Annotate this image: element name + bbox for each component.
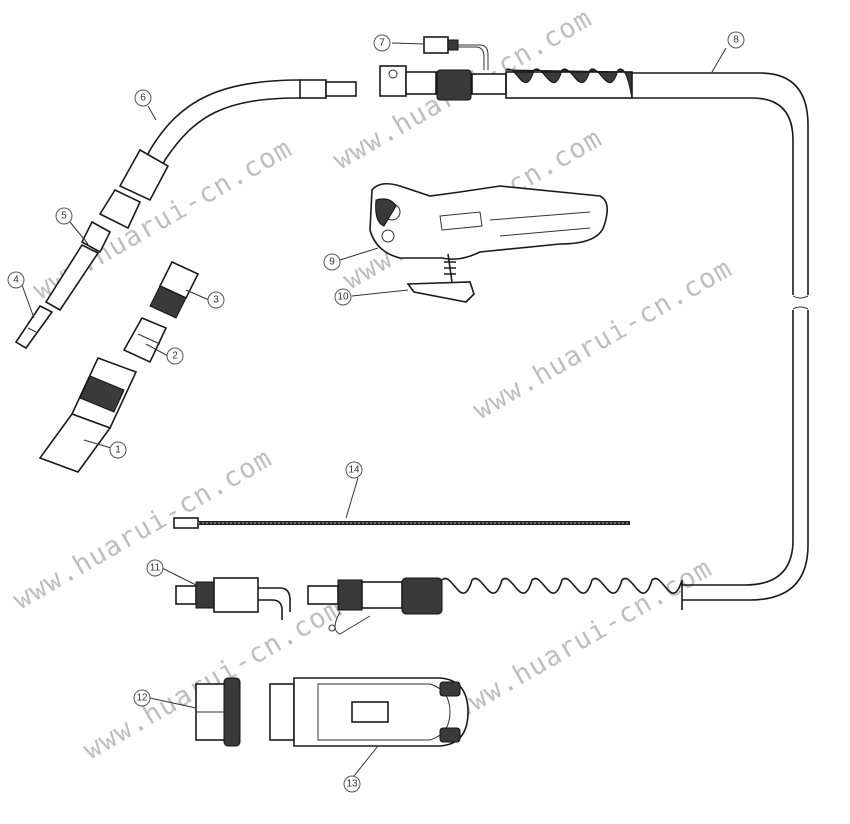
callout-11: 11 bbox=[146, 559, 164, 577]
trigger-part-10 bbox=[406, 253, 475, 303]
contact-tip-part-4 bbox=[14, 304, 54, 350]
svg-text:4: 4 bbox=[13, 275, 19, 286]
callout-1: 1 bbox=[109, 441, 127, 459]
cable-part-8 bbox=[632, 72, 809, 601]
svg-text:3: 3 bbox=[213, 295, 219, 306]
svg-text:9: 9 bbox=[329, 257, 335, 268]
rear-handle-part-13 bbox=[269, 677, 469, 747]
svg-text:7: 7 bbox=[379, 38, 385, 49]
svg-text:11: 11 bbox=[150, 563, 161, 574]
svg-text:1: 1 bbox=[115, 445, 121, 456]
trigger-connector-part-7 bbox=[423, 36, 489, 70]
nut-part-12 bbox=[195, 677, 241, 747]
top-cable-assembly bbox=[379, 65, 633, 101]
callout-10: 10 bbox=[334, 288, 352, 306]
callout-7: 7 bbox=[373, 34, 391, 52]
svg-text:10: 10 bbox=[337, 292, 349, 303]
callout-12: 12 bbox=[133, 689, 151, 707]
svg-text:2: 2 bbox=[172, 351, 178, 362]
callout-8: 8 bbox=[727, 31, 745, 49]
callout-2: 2 bbox=[166, 347, 184, 365]
gas-diffuser-part-3 bbox=[149, 260, 200, 319]
insulator-part-2 bbox=[122, 316, 168, 364]
swan-neck-part-6 bbox=[98, 79, 357, 230]
leader-lines bbox=[21, 42, 727, 777]
handle-part-9 bbox=[369, 182, 608, 260]
svg-text:6: 6 bbox=[140, 93, 146, 104]
callout-3: 3 bbox=[207, 291, 225, 309]
tip-holder-part-5 bbox=[44, 220, 112, 312]
callout-4: 4 bbox=[7, 271, 25, 289]
callout-9: 9 bbox=[323, 253, 341, 271]
svg-text:14: 14 bbox=[348, 465, 360, 476]
svg-text:13: 13 bbox=[346, 779, 358, 790]
watermark: www.huarui-cn.com bbox=[468, 253, 738, 427]
nozzle-part-1 bbox=[38, 356, 138, 473]
liner-part-14 bbox=[173, 517, 630, 529]
callout-5: 5 bbox=[55, 207, 73, 225]
callout-6: 6 bbox=[134, 89, 152, 107]
callout-13: 13 bbox=[343, 775, 361, 793]
svg-text:12: 12 bbox=[136, 693, 148, 704]
watermark: www.huarui-cn.com bbox=[448, 553, 718, 727]
callout-14: 14 bbox=[345, 461, 363, 479]
svg-text:8: 8 bbox=[733, 35, 739, 46]
central-connector-part-11 bbox=[175, 577, 291, 620]
svg-text:5: 5 bbox=[61, 211, 67, 222]
bottom-cable-assembly bbox=[307, 577, 683, 635]
